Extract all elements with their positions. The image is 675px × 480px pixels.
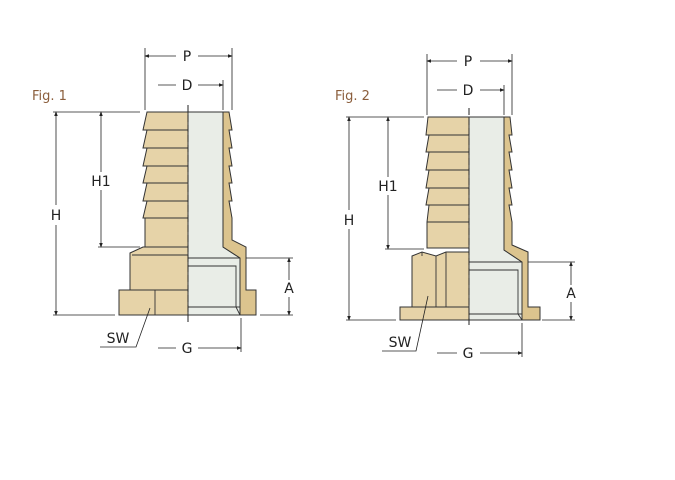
svg-text:P: P [183, 49, 191, 65]
svg-text:P: P [464, 54, 472, 70]
dimension-D: D [437, 83, 505, 115]
svg-text:D: D [182, 78, 193, 94]
dimension-SW: SW [100, 307, 151, 348]
dimension-H: H [51, 111, 140, 316]
svg-text:D: D [463, 83, 474, 99]
fitting-body-left-half [118, 111, 189, 316]
dimension-G: G [158, 318, 242, 357]
svg-text:SW: SW [107, 331, 130, 347]
fitting-section-right-half [187, 111, 257, 316]
dimension-P: P [426, 54, 513, 115]
dimension-H1: H1 [91, 111, 140, 248]
figure-2: Fig. 2 P D H [335, 54, 576, 362]
dimension-A: A [246, 257, 294, 316]
svg-text:G: G [182, 341, 193, 357]
fitting-body-left-half [399, 116, 470, 321]
svg-text:A: A [284, 281, 294, 297]
dimension-A: A [528, 261, 576, 321]
dimension-H1: H1 [378, 116, 424, 250]
svg-text:H: H [344, 213, 355, 229]
svg-text:SW: SW [389, 335, 412, 351]
figure-1-title: Fig. 1 [32, 89, 67, 104]
dimension-G: G [437, 323, 523, 362]
fitting-section-right-half [468, 116, 541, 321]
dimension-D: D [158, 78, 224, 110]
figure-2-title: Fig. 2 [335, 89, 370, 104]
svg-text:G: G [463, 346, 474, 362]
dimension-P: P [144, 48, 233, 110]
dimension-SW: SW [382, 295, 429, 352]
figure-1: Fig. 1 P D H [32, 48, 294, 357]
svg-text:A: A [566, 286, 576, 302]
svg-text:H1: H1 [378, 179, 397, 195]
dimension-H: H [344, 116, 424, 321]
svg-text:H: H [51, 208, 62, 224]
svg-text:H1: H1 [91, 174, 110, 190]
